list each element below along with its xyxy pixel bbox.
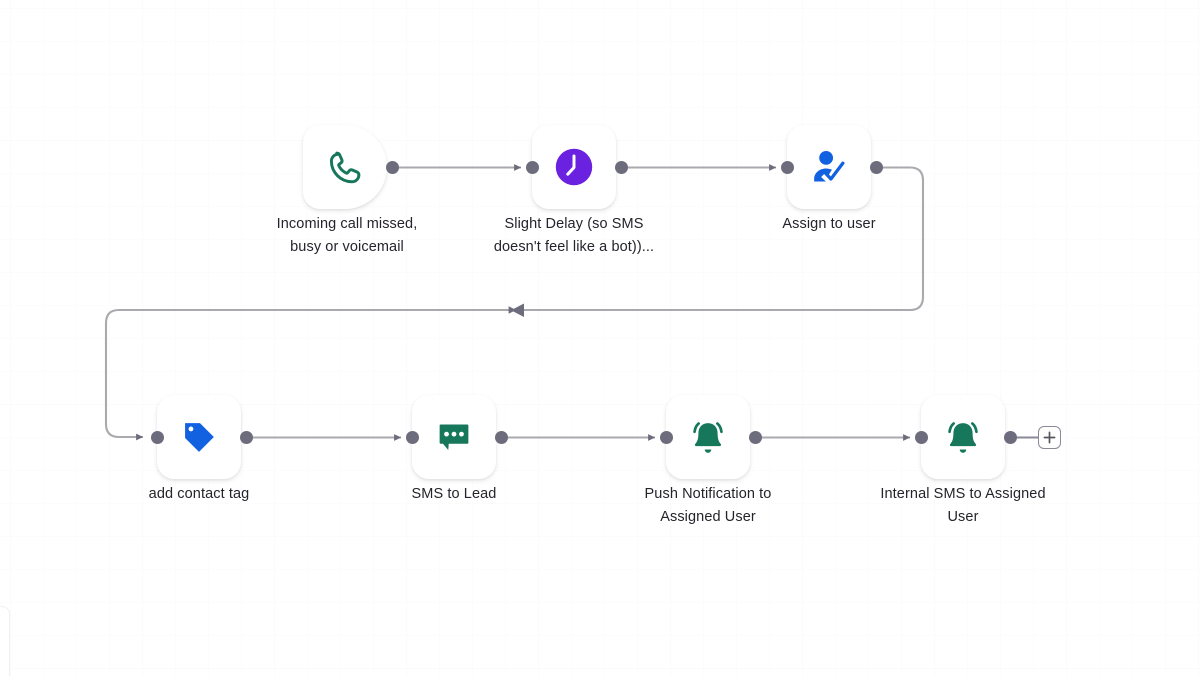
port-output-incoming-call[interactable] xyxy=(386,161,399,174)
bell-icon xyxy=(693,422,723,453)
node-incoming-call[interactable] xyxy=(303,125,399,209)
plus-icon xyxy=(1043,431,1056,444)
port-input-push-notification[interactable] xyxy=(660,431,673,444)
background-panel-edge xyxy=(0,606,10,676)
port-output-slight-delay[interactable] xyxy=(615,161,628,174)
node-label-internal-sms: Internal SMS to Assigned User xyxy=(880,486,1046,525)
node-label-incoming-call: Incoming call missed, busy or voicemail xyxy=(276,216,418,255)
chat-bubble-icon xyxy=(439,424,469,450)
port-input-sms-to-lead[interactable] xyxy=(406,431,419,444)
phone-icon xyxy=(329,151,361,184)
node-label-add-contact-tag: add contact tag xyxy=(148,486,250,502)
node-sms-to-lead[interactable] xyxy=(406,395,508,479)
loop-direction-arrowhead xyxy=(511,303,524,317)
node-label-push-notification: Push Notification to Assigned User xyxy=(644,486,772,525)
node-push-notification[interactable] xyxy=(660,395,762,479)
port-input-add-contact-tag[interactable] xyxy=(151,431,164,444)
node-add-contact-tag[interactable] xyxy=(151,395,253,479)
port-output-assign-to-user[interactable] xyxy=(870,161,883,174)
port-input-slight-delay[interactable] xyxy=(526,161,539,174)
port-output-internal-sms[interactable] xyxy=(1004,431,1017,444)
node-slight-delay[interactable] xyxy=(526,125,628,209)
port-output-push-notification[interactable] xyxy=(749,431,762,444)
node-label-sms-to-lead: SMS to Lead xyxy=(411,486,497,502)
port-input-internal-sms[interactable] xyxy=(915,431,928,444)
node-assign-to-user[interactable] xyxy=(781,125,883,209)
add-step-button[interactable] xyxy=(1038,426,1061,449)
clock-icon xyxy=(555,148,593,186)
port-output-add-contact-tag[interactable] xyxy=(240,431,253,444)
node-internal-sms[interactable] xyxy=(915,395,1017,479)
tag-icon xyxy=(185,423,214,452)
node-label-assign-to-user: Assign to user xyxy=(782,216,876,232)
node-label-slight-delay: Slight Delay (so SMS doesn't feel like a… xyxy=(493,216,655,255)
port-input-assign-to-user[interactable] xyxy=(781,161,794,174)
assign-user-icon xyxy=(814,150,845,182)
bell-icon xyxy=(948,422,978,453)
port-output-sms-to-lead[interactable] xyxy=(495,431,508,444)
